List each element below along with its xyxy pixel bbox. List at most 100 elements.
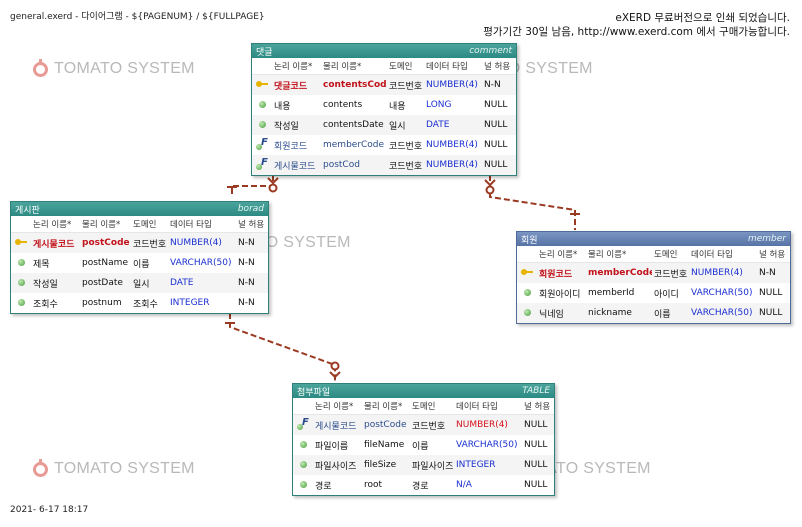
attribute-domain: 코드번호: [133, 239, 167, 250]
attribute-dot-icon: [11, 273, 31, 293]
column-header-domain: 도메인: [412, 402, 436, 412]
column-header-physical: 물리 이름*: [82, 220, 121, 230]
attribute-domain: 내용: [389, 101, 406, 112]
entity-title-bar[interactable]: 회원 member: [517, 232, 790, 246]
attribute-row[interactable]: F 게시물코드 postCode 코드번호 NUMBER(4) NULL: [293, 415, 554, 435]
entity-logical-name: 댓글: [256, 47, 273, 58]
attribute-dot-icon: [11, 253, 31, 273]
attribute-domain: 아이디: [654, 289, 679, 300]
attribute-physical-name: postCode: [364, 420, 407, 430]
attribute-type: DATE: [170, 278, 194, 288]
entity-borad[interactable]: 게시판 borad 논리 이름* 물리 이름* 도메인 데이터 타입 널 허용 …: [10, 201, 269, 314]
attribute-null: N-N: [759, 268, 776, 278]
attribute-domain: 일시: [133, 279, 150, 290]
attribute-domain: 이름: [133, 259, 150, 270]
attribute-logical-name: 댓글코드: [274, 81, 308, 92]
column-header-row: 논리 이름* 물리 이름* 도메인 데이터 타입 널 허용: [517, 246, 790, 263]
attribute-domain: 코드번호: [654, 269, 688, 280]
attribute-null: N-N: [484, 80, 501, 90]
attribute-row[interactable]: 제목 postName 이름 VARCHAR(50) N-N: [11, 253, 268, 273]
column-header-row: 논리 이름* 물리 이름* 도메인 데이터 타입 널 허용: [293, 398, 554, 415]
attribute-row[interactable]: 파일이름 fileName 이름 VARCHAR(50) NULL: [293, 435, 554, 455]
entity-comment[interactable]: 댓글 comment 논리 이름* 물리 이름* 도메인 데이터 타입 널 허용…: [251, 43, 517, 176]
attribute-row[interactable]: 회원코드 memberCode 코드번호 NUMBER(4) N-N: [517, 263, 790, 283]
attribute-null: NULL: [524, 480, 548, 490]
column-header-logical: 논리 이름*: [274, 62, 313, 72]
primary-key-icon: [517, 263, 537, 283]
attribute-domain: 코드번호: [412, 421, 446, 432]
attribute-row[interactable]: 작성일 contentsDate 일시 DATE NULL: [252, 115, 516, 135]
tomato-logo-icon: [33, 458, 48, 477]
optional-circle-mark: [485, 185, 495, 195]
crowfoot-mark: [267, 177, 279, 185]
attribute-row[interactable]: F 게시물코드 postCod 코드번호 NUMBER(4) NULL: [252, 155, 516, 175]
attribute-domain: 이름: [412, 441, 429, 452]
attribute-row[interactable]: 경로 root 경로 N/A NULL: [293, 475, 554, 495]
attribute-type: VARCHAR(50): [170, 258, 232, 268]
attribute-row[interactable]: 댓글코드 contentsCode 코드번호 NUMBER(4) N-N: [252, 75, 516, 95]
column-header-null: 널 허용: [484, 62, 511, 72]
attribute-type: DATE: [426, 120, 450, 130]
foreign-key-icon: F: [252, 155, 272, 175]
attribute-row[interactable]: 회원아이디 memberId 아이디 VARCHAR(50) NULL: [517, 283, 790, 303]
primary-key-icon: [11, 233, 31, 253]
attribute-type: NUMBER(4): [691, 268, 743, 278]
attribute-logical-name: 내용: [274, 101, 291, 112]
attribute-domain: 파일사이즈: [412, 461, 454, 472]
attribute-null: NULL: [524, 460, 548, 470]
attribute-dot-icon: [252, 95, 272, 115]
column-header-row: 논리 이름* 물리 이름* 도메인 데이터 타입 널 허용: [11, 216, 268, 233]
optional-circle-mark: [330, 361, 340, 371]
attribute-logical-name: 조회수: [33, 299, 58, 310]
attribute-domain: 코드번호: [389, 81, 423, 92]
attribute-row[interactable]: 조회수 postnum 조회수 INTEGER N-N: [11, 293, 268, 313]
attribute-physical-name: root: [364, 480, 383, 490]
attribute-domain: 경로: [412, 481, 429, 492]
attribute-physical-name: fileName: [364, 440, 405, 450]
column-header-null: 널 허용: [238, 220, 265, 230]
entity-title-bar[interactable]: 게시판 borad: [11, 202, 268, 216]
attribute-type: VARCHAR(50): [691, 308, 753, 318]
attribute-domain: 일시: [389, 121, 406, 132]
entity-attached-file[interactable]: 첨부파일 TABLE 논리 이름* 물리 이름* 도메인 데이터 타입 널 허용…: [292, 383, 555, 496]
attribute-row[interactable]: 작성일 postDate 일시 DATE N-N: [11, 273, 268, 293]
attribute-physical-name: contentsCode: [323, 80, 387, 90]
attribute-null: NULL: [759, 308, 783, 318]
attribute-physical-name: memberId: [588, 288, 635, 298]
watermark-text: TOMATO SYSTEM: [54, 60, 195, 77]
attribute-logical-name: 회원코드: [274, 141, 308, 152]
attribute-row[interactable]: 파일사이즈 fileSize 파일사이즈 INTEGER NULL: [293, 455, 554, 475]
relation-member-comment: [484, 175, 580, 230]
attribute-type: INTEGER: [170, 298, 210, 308]
attribute-type: NUMBER(4): [426, 140, 478, 150]
attribute-physical-name: memberCode: [323, 140, 385, 150]
attribute-type: VARCHAR(50): [691, 288, 753, 298]
attribute-dot-icon: [293, 435, 313, 455]
attribute-type: NUMBER(4): [426, 80, 478, 90]
attribute-physical-name: postnum: [82, 298, 122, 308]
entity-title-bar[interactable]: 첨부파일 TABLE: [293, 384, 554, 398]
attribute-row[interactable]: 내용 contents 내용 LONG NULL: [252, 95, 516, 115]
attribute-null: NULL: [484, 120, 508, 130]
foreign-key-icon: F: [252, 135, 272, 155]
attribute-row[interactable]: 닉네임 nickname 이름 VARCHAR(50) NULL: [517, 303, 790, 323]
entity-member[interactable]: 회원 member 논리 이름* 물리 이름* 도메인 데이터 타입 널 허용 …: [516, 231, 791, 324]
attribute-row[interactable]: F 회원코드 memberCode 코드번호 NUMBER(4) NULL: [252, 135, 516, 155]
entity-physical-name: member: [747, 234, 786, 244]
attribute-row[interactable]: 게시물코드 postCode 코드번호 NUMBER(4) N-N: [11, 233, 268, 253]
attribute-type: NUMBER(4): [170, 238, 222, 248]
crowfoot-mark: [484, 179, 496, 187]
attribute-dot-icon: [517, 303, 537, 323]
attribute-null: NULL: [484, 140, 508, 150]
crowfoot-mark: [329, 371, 341, 379]
attribute-logical-name: 게시물코드: [315, 421, 357, 432]
attribute-physical-name: contentsDate: [323, 120, 384, 130]
entity-title-bar[interactable]: 댓글 comment: [252, 44, 516, 58]
attribute-physical-name: contents: [323, 100, 363, 110]
column-header-physical: 물리 이름*: [323, 62, 362, 72]
attribute-type: N/A: [456, 480, 472, 490]
tomato-logo-icon: [33, 58, 48, 77]
entity-physical-name: borad: [237, 204, 264, 214]
relation-line: [229, 313, 336, 382]
